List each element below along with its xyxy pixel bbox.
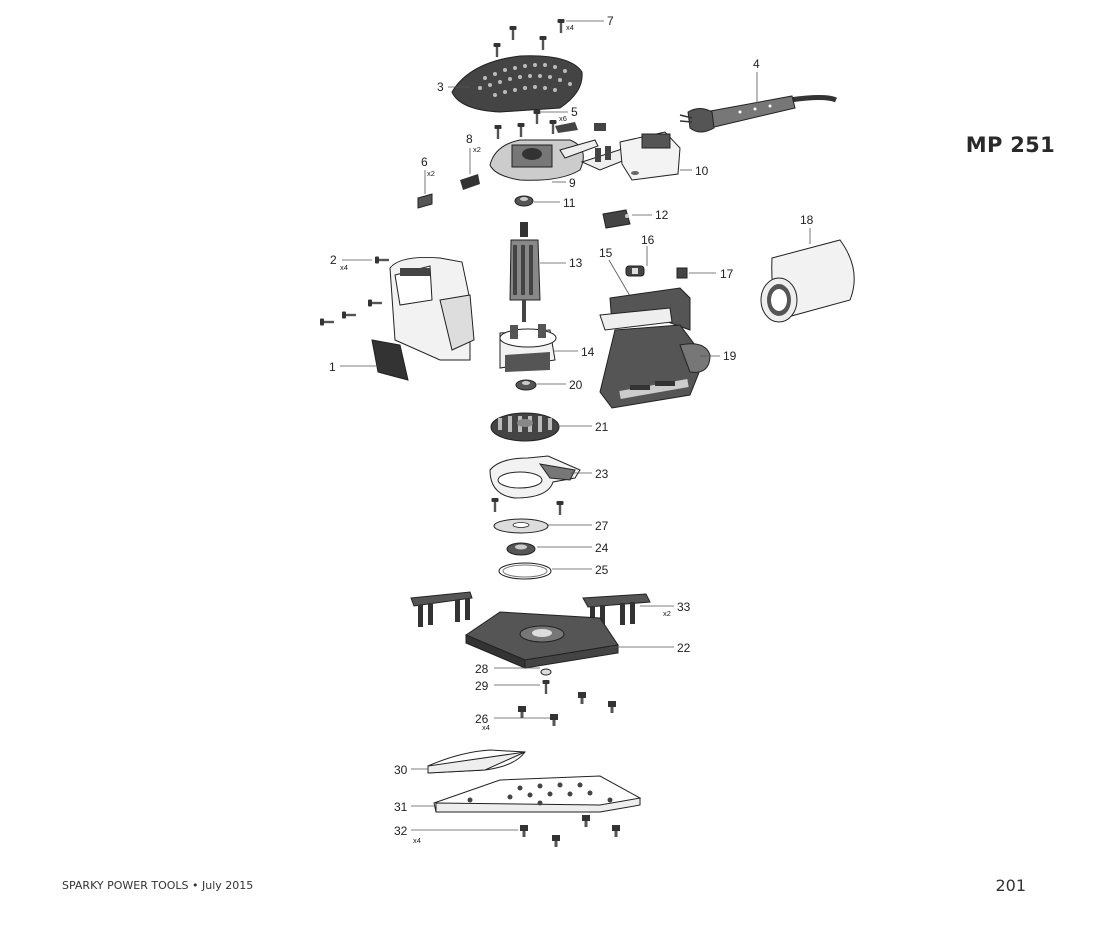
label-10: 10 bbox=[695, 164, 709, 178]
label-31: 31 bbox=[394, 800, 408, 814]
label-25: 25 bbox=[595, 563, 609, 577]
part-22-base-plate bbox=[464, 611, 674, 669]
label-7: 7 bbox=[607, 14, 614, 28]
part-13-armature bbox=[509, 222, 566, 322]
footer-brand-date: SPARKY POWER TOOLS • July 2015 bbox=[62, 879, 254, 892]
label-17: 17 bbox=[720, 267, 734, 281]
label-4: 4 bbox=[753, 57, 760, 71]
label-18: 18 bbox=[800, 213, 814, 227]
label-12: 12 bbox=[655, 208, 669, 222]
part-19-housing-right bbox=[599, 287, 720, 409]
qty-26: x4 bbox=[482, 723, 490, 732]
part-26-screws bbox=[494, 692, 616, 726]
part-4-power-cord bbox=[679, 72, 838, 133]
label-20: 20 bbox=[569, 378, 583, 392]
part-21-fan bbox=[490, 412, 592, 442]
part-18-dust-container bbox=[760, 228, 855, 323]
label-27: 27 bbox=[595, 519, 609, 533]
label-16: 16 bbox=[641, 233, 655, 247]
part-5-screws bbox=[494, 110, 568, 139]
model-name: MP 251 bbox=[965, 133, 1055, 157]
page-number: 201 bbox=[995, 876, 1026, 895]
label-30: 30 bbox=[394, 763, 408, 777]
label-2: 2 bbox=[330, 253, 337, 267]
part-10-switch bbox=[580, 131, 692, 181]
label-15: 15 bbox=[599, 246, 613, 260]
label-13: 13 bbox=[569, 256, 583, 270]
label-5: 5 bbox=[571, 105, 578, 119]
part-12-capacitor bbox=[602, 209, 652, 229]
label-28: 28 bbox=[475, 662, 489, 676]
label-9: 9 bbox=[569, 176, 576, 190]
part-29-screw bbox=[494, 680, 550, 694]
label-29: 29 bbox=[475, 679, 489, 693]
part-8-brushes bbox=[460, 148, 480, 190]
part-25-ring bbox=[498, 562, 592, 580]
qty-32: x4 bbox=[413, 836, 421, 845]
qty-6: x2 bbox=[427, 169, 435, 178]
label-8: 8 bbox=[466, 132, 473, 146]
label-19: 19 bbox=[723, 349, 737, 363]
part-14-stator bbox=[499, 324, 578, 372]
part-2-screws bbox=[320, 256, 389, 326]
part-30-pad-tip bbox=[411, 749, 526, 774]
part-31-sanding-pad bbox=[411, 775, 642, 813]
qty-2: x4 bbox=[340, 263, 348, 272]
label-32: 32 bbox=[394, 824, 408, 838]
part-6-clip bbox=[417, 170, 433, 209]
label-21: 21 bbox=[595, 420, 609, 434]
label-23: 23 bbox=[595, 467, 609, 481]
part-9-bearing-housing bbox=[489, 122, 606, 183]
part-1-housing-left bbox=[340, 257, 475, 381]
part-20-bearing bbox=[515, 379, 566, 391]
part-16-button bbox=[625, 246, 648, 277]
label-1: 1 bbox=[329, 360, 336, 374]
label-22: 22 bbox=[677, 641, 691, 655]
part-33-supports bbox=[410, 591, 674, 628]
label-24: 24 bbox=[595, 541, 609, 555]
qty-33: x2 bbox=[663, 609, 671, 618]
qty-8: x2 bbox=[473, 145, 481, 154]
part-17-clip bbox=[676, 267, 716, 279]
part-11-bearing bbox=[514, 195, 560, 207]
part-3-vent-cover bbox=[448, 55, 583, 113]
part-27-washer bbox=[493, 518, 592, 534]
part-24-bearing bbox=[506, 542, 592, 556]
part-32-screws bbox=[411, 815, 620, 847]
label-33: 33 bbox=[677, 600, 691, 614]
label-3: 3 bbox=[437, 80, 444, 94]
label-11: 11 bbox=[563, 196, 576, 210]
part-23-fan-housing bbox=[489, 455, 592, 515]
part-7-screws bbox=[493, 19, 604, 57]
label-6: 6 bbox=[421, 155, 428, 169]
qty-5: x6 bbox=[559, 114, 567, 123]
part-28-washer bbox=[494, 667, 552, 676]
label-14: 14 bbox=[581, 345, 595, 359]
qty-7: x4 bbox=[566, 23, 574, 32]
label-26: 26 bbox=[475, 712, 489, 726]
